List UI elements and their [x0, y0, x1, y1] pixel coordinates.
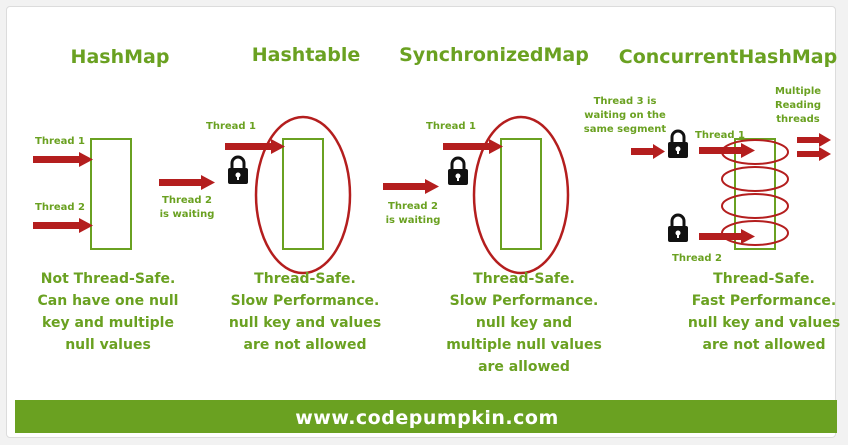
- hashmap-title: HashMap: [71, 46, 170, 68]
- svg-text:Thread-Safe.: Thread-Safe.: [473, 271, 575, 287]
- synchronizedmap-description: Thread-Safe. Slow Performance. null key …: [446, 271, 602, 375]
- concurrenthashmap-segment-rings: [721, 139, 789, 246]
- svg-text:Fast Performance.: Fast Performance.: [692, 293, 836, 309]
- svg-text:null key and values: null key and values: [688, 315, 840, 331]
- svg-text:Thread 3 is: Thread 3 is: [594, 96, 657, 107]
- concurrenthashmap-reading-arrow-1: [797, 133, 831, 147]
- concurrency-diagram: HashMap Hashtable SynchronizedMap Concur…: [15, 44, 840, 433]
- svg-text:Can have one null: Can have one null: [38, 293, 179, 309]
- svg-text:null key and values: null key and values: [229, 315, 381, 331]
- svg-text:Reading: Reading: [775, 100, 821, 111]
- hashtable-thread2-label: Thread 2: [162, 195, 212, 206]
- footer-url: www.codepumpkin.com: [295, 407, 559, 429]
- svg-text:multiple null values: multiple null values: [446, 337, 602, 353]
- svg-text:Slow Performance.: Slow Performance.: [450, 293, 599, 309]
- svg-text:threads: threads: [776, 114, 820, 125]
- svg-text:Not Thread-Safe.: Not Thread-Safe.: [41, 271, 176, 287]
- concurrenthashmap-thread3-arrow: [631, 144, 665, 159]
- svg-text:are not allowed: are not allowed: [244, 337, 367, 353]
- concurrenthashmap-thread2-arrow: [699, 229, 755, 244]
- concurrenthashmap-title: ConcurrentHashMap: [619, 46, 837, 68]
- hashtable-title: Hashtable: [252, 44, 360, 66]
- synchronizedmap-lock-icon: [446, 156, 470, 187]
- synchronizedmap-thread2-waiting: is waiting: [386, 215, 441, 226]
- svg-text:Thread-Safe.: Thread-Safe.: [713, 271, 815, 287]
- diagram-card: HashMap Hashtable SynchronizedMap Concur…: [6, 6, 840, 438]
- synchronizedmap-title: SynchronizedMap: [399, 44, 589, 66]
- svg-text:waiting on the: waiting on the: [584, 110, 666, 121]
- synchronizedmap-thread1-label: Thread 1: [426, 121, 476, 132]
- svg-text:null values: null values: [65, 337, 151, 353]
- hashtable-description: Thread-Safe. Slow Performance. null key …: [229, 271, 381, 353]
- concurrenthashmap-thread3-label: Thread 3 is waiting on the same segment: [584, 96, 667, 135]
- hashmap-thread2-arrow: [33, 218, 93, 233]
- hashmap-thread1-arrow: [33, 152, 93, 167]
- svg-text:same segment: same segment: [584, 124, 667, 135]
- svg-text:key and multiple: key and multiple: [42, 315, 174, 331]
- synchronizedmap-thread1-arrow: [443, 139, 503, 154]
- hashtable-map-box: [282, 138, 324, 250]
- hashtable-thread2-arrow: [159, 175, 215, 190]
- concurrenthashmap-thread2-label: Thread 2: [672, 253, 722, 264]
- hashtable-lock-ring: [254, 115, 352, 275]
- concurrenthashmap-thread1-arrow: [699, 143, 755, 158]
- hashmap-thread2-label: Thread 2: [35, 202, 85, 213]
- svg-text:are allowed: are allowed: [478, 359, 570, 375]
- footer-banner: [15, 400, 837, 433]
- svg-text:Thread-Safe.: Thread-Safe.: [254, 271, 356, 287]
- concurrenthashmap-segment-lock-icon: [666, 129, 690, 160]
- hashtable-lock-icon: [226, 155, 250, 186]
- synchronizedmap-lock-ring: [472, 115, 570, 275]
- concurrenthashmap-thread2-lock-icon: [666, 213, 690, 244]
- hashmap-description: Not Thread-Safe. Can have one null key a…: [38, 271, 179, 353]
- hashtable-thread1-arrow: [225, 139, 285, 154]
- synchronizedmap-thread2-arrow: [383, 179, 439, 194]
- concurrenthashmap-multiple-label: Multiple Reading threads: [775, 86, 821, 125]
- hashtable-thread2-waiting: is waiting: [160, 209, 215, 220]
- hashmap-map-box: [90, 138, 132, 250]
- synchronizedmap-thread2-label: Thread 2: [388, 201, 438, 212]
- svg-text:null key and: null key and: [476, 315, 572, 331]
- synchronizedmap-map-box: [500, 138, 542, 250]
- hashmap-thread1-label: Thread 1: [35, 136, 85, 147]
- hashtable-thread1-label: Thread 1: [206, 121, 256, 132]
- svg-text:are not allowed: are not allowed: [703, 337, 826, 353]
- concurrenthashmap-thread1-label: Thread 1: [695, 130, 745, 141]
- svg-text:Slow Performance.: Slow Performance.: [231, 293, 380, 309]
- concurrenthashmap-description: Thread-Safe. Fast Performance. null key …: [688, 271, 840, 353]
- svg-text:Multiple: Multiple: [775, 86, 821, 97]
- concurrenthashmap-reading-arrow-2: [797, 147, 831, 161]
